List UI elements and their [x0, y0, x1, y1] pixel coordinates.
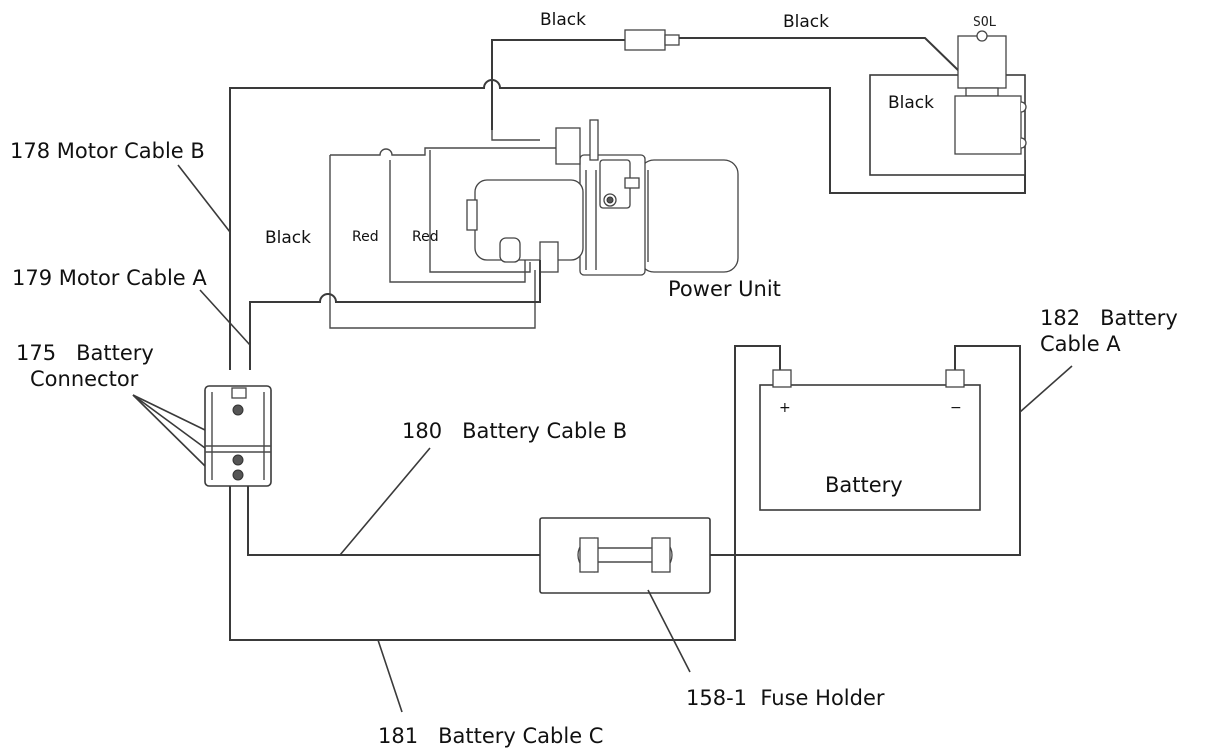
label-red-2: Red	[412, 229, 439, 245]
label-battery-plus: +	[779, 400, 791, 416]
label-black-solenoid: Black	[888, 93, 934, 113]
power-unit	[329, 119, 739, 329]
battery-cable-c-wire	[229, 345, 781, 641]
label-battery-connector-1: 175 Battery	[16, 341, 154, 365]
motor-cable-b-wire	[229, 79, 1026, 370]
label-motor-cable-a: 179 Motor Cable A	[12, 266, 207, 290]
label-battery-cable-a-1: 182 Battery	[1040, 306, 1178, 330]
battery-cable-a-wire	[690, 345, 1021, 556]
battery-body	[759, 384, 981, 511]
label-battery-connector-2: Connector	[30, 367, 139, 391]
battery	[759, 369, 981, 511]
label-battery: Battery	[825, 473, 903, 497]
label-black-top-right: Black	[783, 12, 829, 32]
battery-cable-b-wire	[247, 486, 568, 556]
fitting	[555, 127, 581, 165]
battery-connector	[204, 385, 272, 487]
label-battery-minus: −	[950, 400, 962, 416]
fuse-holder	[539, 517, 711, 594]
label-battery-cable-b: 180 Battery Cable B	[402, 419, 627, 443]
motor-cable-a-wire	[249, 260, 541, 370]
solenoid-assembly	[869, 30, 1027, 176]
label-red-1: Red	[352, 229, 379, 245]
motor-housing	[639, 159, 739, 273]
label-black-top-left: Black	[540, 10, 586, 30]
label-battery-cable-a-2: Cable A	[1040, 332, 1121, 356]
leader-lines	[132, 164, 1073, 713]
battery-negative-terminal	[945, 369, 965, 388]
label-power-unit: Power Unit	[668, 277, 781, 301]
battery-positive-terminal	[772, 369, 792, 388]
label-sol: SOL	[973, 15, 997, 30]
solenoid-coil	[957, 35, 1007, 89]
valve-body	[954, 95, 1022, 155]
reservoir	[474, 179, 584, 261]
label-black-power-unit: Black	[265, 228, 311, 248]
label-battery-cable-c: 181 Battery Cable C	[378, 724, 603, 748]
label-fuse-holder: 158-1 Fuse Holder	[686, 686, 885, 710]
top-black-wire	[491, 29, 961, 130]
inline-connector	[624, 29, 666, 51]
label-motor-cable-b: 178 Motor Cable B	[10, 139, 205, 163]
